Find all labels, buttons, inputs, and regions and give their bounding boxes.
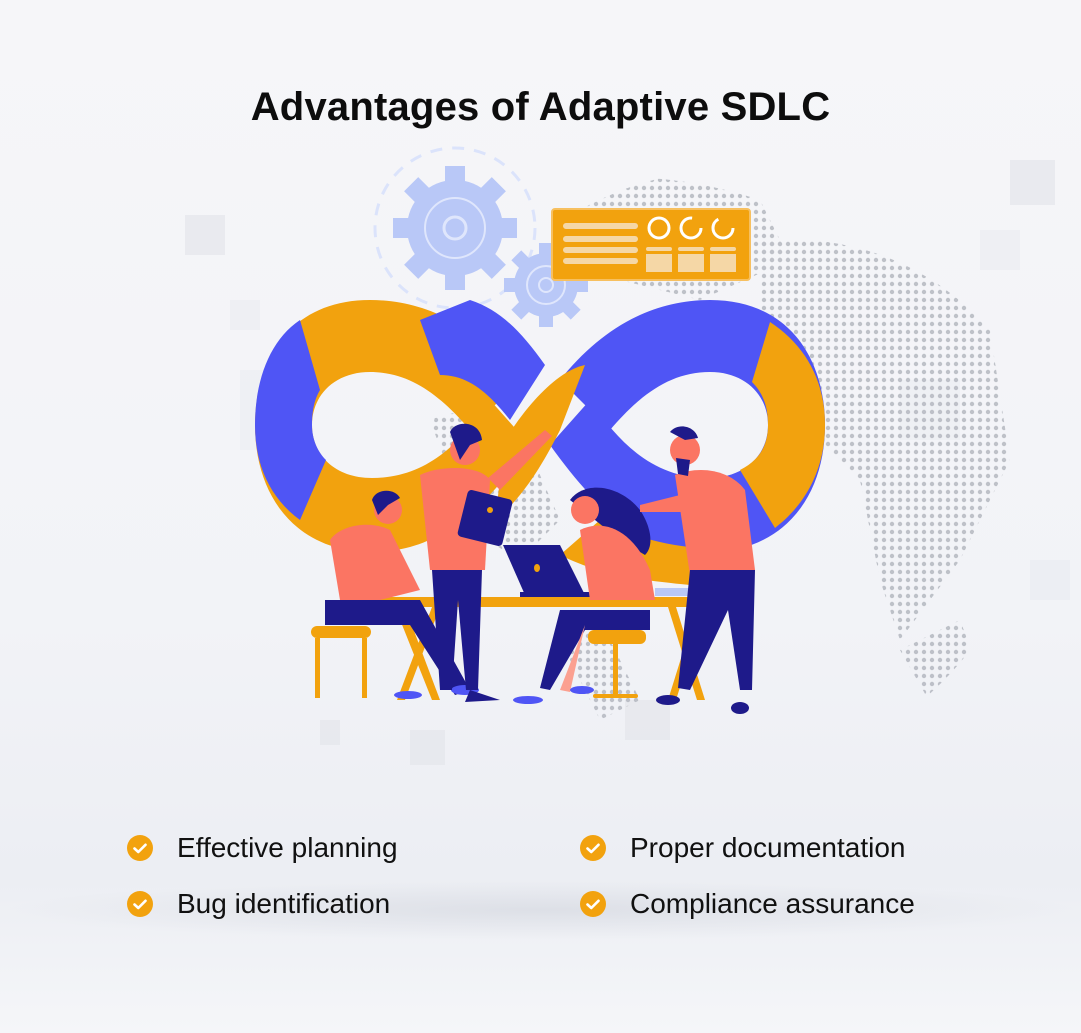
check-circle-icon — [580, 891, 606, 917]
benefit-label: Compliance assurance — [630, 888, 915, 919]
background-squares — [185, 160, 1070, 765]
check-circle-icon — [127, 891, 153, 917]
benefit-item-effective-planning: Effective planning — [127, 826, 398, 870]
team-people-icon — [325, 423, 755, 714]
standing-bearded-man — [640, 426, 755, 714]
seated-man — [325, 490, 479, 699]
benefit-item-bug-identification: Bug identification — [127, 882, 390, 926]
laptop-icon — [503, 545, 620, 597]
benefit-label: Effective planning — [177, 832, 398, 863]
seated-woman — [513, 487, 655, 704]
check-circle-icon — [580, 835, 606, 861]
check-circle-icon — [127, 835, 153, 861]
benefits-list: Effective planning Bug identification Pr… — [0, 826, 1081, 936]
benefit-item-compliance-assurance: Compliance assurance — [580, 882, 915, 926]
standing-man-with-tablet — [420, 423, 552, 702]
dashboard-card-icon — [551, 208, 751, 281]
benefit-label: Bug identification — [177, 888, 391, 919]
benefit-label: Proper documentation — [630, 832, 906, 863]
benefit-item-proper-documentation: Proper documentation — [580, 826, 906, 870]
page-title: Advantages of Adaptive SDLC — [250, 84, 831, 129]
gear-icon — [373, 146, 537, 310]
floor-shadow — [0, 880, 1081, 940]
team-infinity-illustration — [185, 146, 1070, 765]
